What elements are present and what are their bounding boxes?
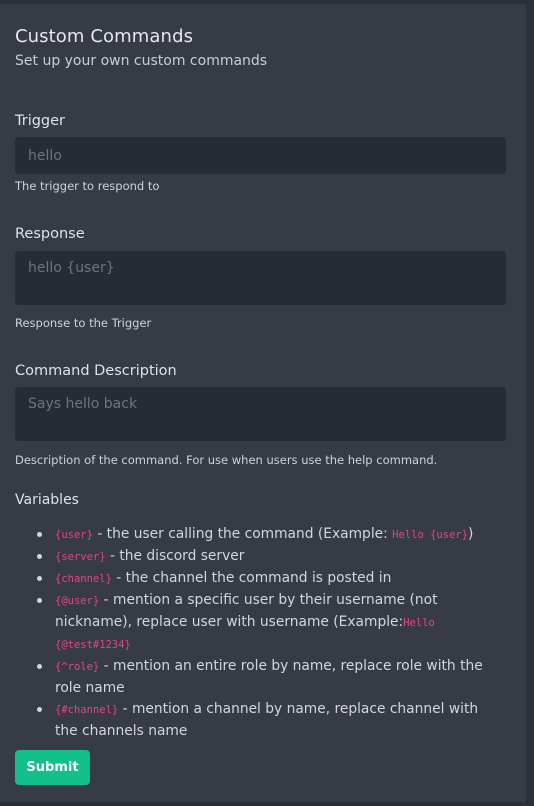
variable-description: - mention a specific user by their usern… bbox=[55, 592, 438, 630]
page-title: Custom Commands bbox=[15, 26, 194, 47]
variables-heading: Variables bbox=[15, 492, 79, 508]
variable-code: {@user} bbox=[55, 595, 100, 607]
variable-description: - mention an entire role by name, replac… bbox=[55, 658, 483, 696]
submit-button[interactable]: Submit bbox=[15, 750, 90, 785]
variable-item-user: {user} - the user calling the command (E… bbox=[37, 524, 491, 546]
description-textarea[interactable] bbox=[15, 387, 506, 441]
trigger-label: Trigger bbox=[15, 113, 66, 129]
variable-description: - the user calling the command (Example: bbox=[92, 526, 393, 542]
variable-example: Hello {user} bbox=[392, 529, 469, 541]
variable-item-channel: {channel} - the channel the command is p… bbox=[37, 568, 491, 590]
variable-example: Hello {@test#1234} bbox=[55, 617, 435, 651]
variable-code: {^role} bbox=[55, 661, 100, 673]
variable-tail: ) bbox=[468, 526, 474, 542]
variable-code: {server} bbox=[55, 551, 106, 563]
description-label: Command Description bbox=[15, 363, 177, 379]
description-help-text: Description of the command. For use when… bbox=[15, 453, 438, 467]
variable-code: {channel} bbox=[55, 573, 112, 585]
custom-commands-panel: Custom Commands Set up your own custom c… bbox=[0, 4, 526, 802]
variables-list: {user} - the user calling the command (E… bbox=[15, 524, 491, 742]
trigger-help-text: The trigger to respond to bbox=[15, 179, 160, 193]
variable-item-mention-role: {^role} - mention an entire role by name… bbox=[37, 656, 491, 699]
variable-description: - mention a channel by name, replace cha… bbox=[55, 701, 479, 739]
page-subtitle: Set up your own custom commands bbox=[15, 53, 268, 69]
response-textarea[interactable] bbox=[15, 251, 506, 305]
response-help-text: Response to the Trigger bbox=[15, 316, 152, 330]
variable-code: {user} bbox=[55, 529, 93, 541]
variable-item-server: {server} - the discord server bbox=[37, 546, 491, 568]
variable-item-mention-user: {@user} - mention a specific user by the… bbox=[37, 590, 491, 656]
variable-description: - the channel the command is posted in bbox=[111, 570, 392, 586]
trigger-input[interactable] bbox=[15, 137, 506, 174]
variable-item-mention-channel: {#channel} - mention a channel by name, … bbox=[37, 699, 491, 742]
variable-description: - the discord server bbox=[105, 548, 245, 564]
variable-code: {#channel} bbox=[55, 704, 119, 716]
response-label: Response bbox=[15, 226, 85, 242]
